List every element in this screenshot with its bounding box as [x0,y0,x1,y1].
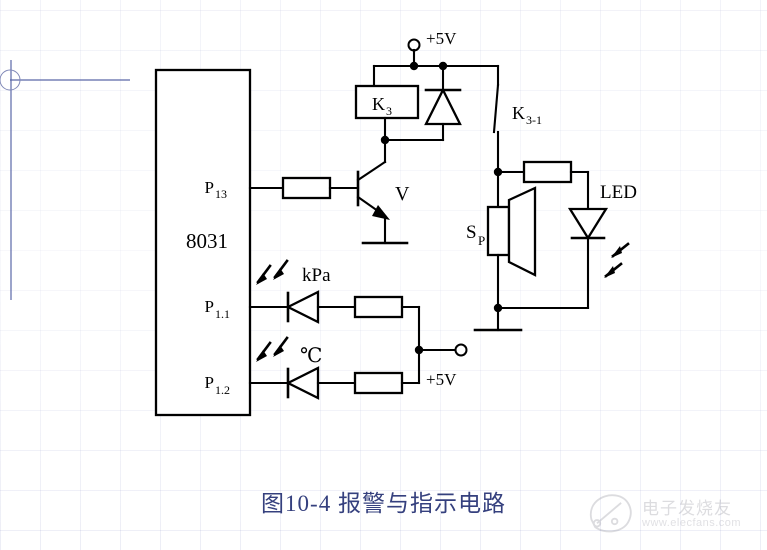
pin-p11-label: P [205,297,214,316]
temp-led-body [285,366,320,400]
relay-contact-sublabel: 3-1 [526,113,542,127]
node-vcc-top-a [409,61,419,71]
vcc-bottom-terminal [454,343,468,357]
kpa-light-arrow-icon-2 [256,264,272,285]
temp-led-resistor [353,371,404,395]
pin-p13-label: P [205,178,214,197]
kpa-label: kPa [302,265,331,286]
relay-contact-label: K [512,103,525,123]
figure-caption: 图10-4 报警与指示电路 [261,491,506,516]
led-light-arrow-icon-2 [604,262,623,278]
led-series-resistor [522,160,573,184]
flyback-diode-body [424,87,462,126]
transistor-emitter-arrow [372,205,390,220]
base-resistor [281,176,332,200]
led-light-arrow-icon-1 [611,242,630,258]
relay-coil-sublabel: 3 [386,104,392,118]
kpa-led-body [285,290,320,324]
speaker-cone [507,186,537,277]
temperature-label: ℃ [300,345,322,367]
chip-8031-body [154,68,252,417]
speaker-driver-box [486,205,511,257]
transistor-label: V [395,183,410,205]
led-label: LED [600,182,637,203]
pin-p11-sublabel: 1.1 [215,307,230,321]
relay-coil-k3 [354,84,420,120]
temp-light-arrow-icon-1 [273,336,289,357]
speaker-sublabel: P [478,233,485,248]
relay-coil-label: K [372,94,385,114]
pin-p12-label: P [205,373,214,392]
temp-light-arrow-icon-2 [256,341,272,362]
chip-8031-label: 8031 [186,229,228,253]
vcc-top-label: +5V [426,29,457,48]
pin-p12-sublabel: 1.2 [215,383,230,397]
kpa-light-arrow-icon-1 [273,259,289,280]
pin-p13-sublabel: 13 [215,187,227,201]
speaker-label: S [466,222,477,243]
vcc-bottom-label: +5V [426,370,457,389]
led-body [567,207,609,241]
kpa-led-resistor [353,295,404,319]
vcc-top-terminal [407,38,421,52]
